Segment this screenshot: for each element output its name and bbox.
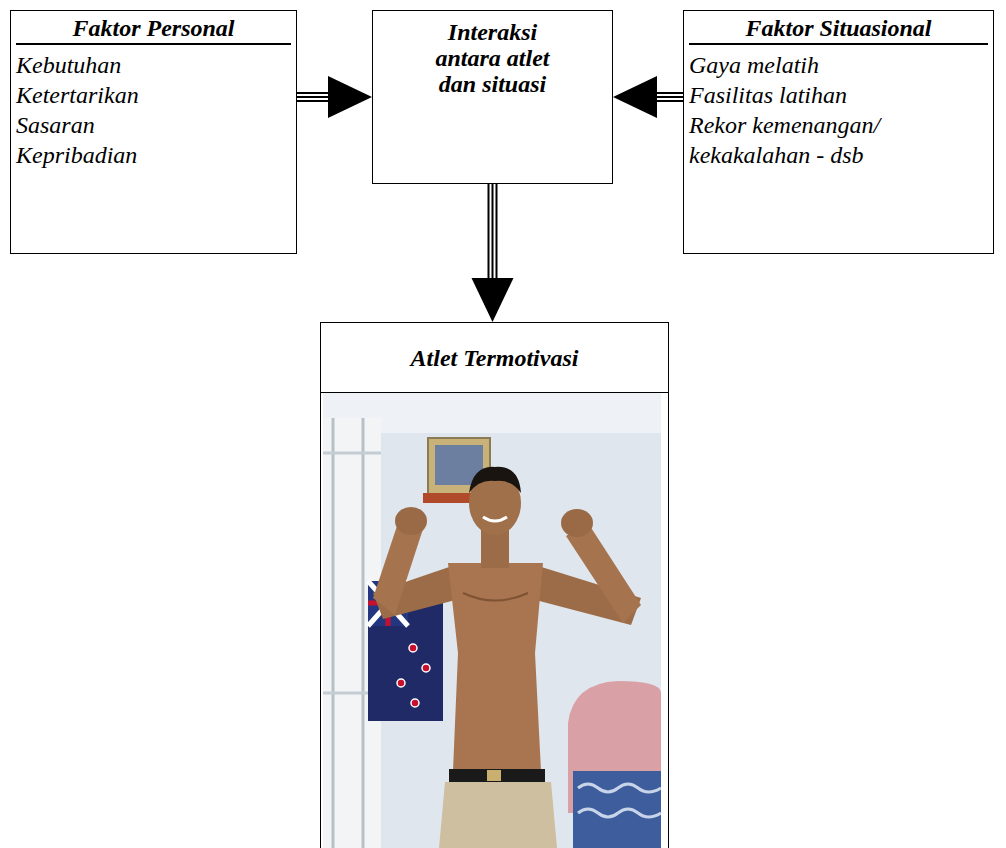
triple-arrow xyxy=(613,76,683,118)
box-heading: Atlet Termotivasi xyxy=(321,323,668,393)
photo-bed-pattern xyxy=(578,784,661,792)
photo-flag-star xyxy=(411,699,419,707)
connector-line xyxy=(496,184,498,280)
triple-arrow xyxy=(297,76,372,118)
athlete-photo xyxy=(323,393,661,848)
connector-line xyxy=(297,92,330,94)
photo-torso xyxy=(448,563,543,771)
result-box: Atlet Termotivasi xyxy=(320,322,669,848)
photo-flag-star xyxy=(422,664,430,672)
connector-line xyxy=(655,96,683,98)
photo-wall xyxy=(323,393,661,848)
list-item: Kebutuhan xyxy=(11,50,246,80)
list-item: Kepribadian xyxy=(11,140,246,170)
box-heading: Faktor Situasional xyxy=(689,14,988,45)
photo-buckle xyxy=(487,770,501,781)
connector-line xyxy=(297,96,330,98)
photo-left-forearm xyxy=(373,523,423,615)
photo-bed-pattern xyxy=(578,809,661,817)
list-item: Fasilitas latihan xyxy=(684,80,919,110)
connector-line xyxy=(655,92,683,94)
connector-line xyxy=(297,100,330,102)
photo-smile xyxy=(483,517,507,521)
photo-shelf-board xyxy=(323,452,381,455)
connector-line xyxy=(492,184,494,280)
list-item: Sasaran xyxy=(11,110,246,140)
factor-box: Faktor SituasionalGaya melatihFasilitas … xyxy=(683,10,994,254)
arrow-head xyxy=(328,76,372,118)
photo-left-fist xyxy=(395,507,427,535)
box-label: Interaksi antara atlet dan situasi xyxy=(423,19,563,97)
arrow-head xyxy=(613,76,657,118)
list-item: Gaya melatih xyxy=(684,50,919,80)
box-heading: Faktor Personal xyxy=(16,14,291,45)
photo-bed xyxy=(573,771,661,848)
photo-shelf-post xyxy=(332,418,335,848)
factor-box: Faktor PersonalKebutuhanKetertarikanSasa… xyxy=(10,10,297,254)
photo-shelf-post xyxy=(362,418,365,848)
photo-belt xyxy=(449,769,545,782)
arrow-head xyxy=(472,278,514,322)
photo-pants xyxy=(439,782,557,848)
list-item: Ketertarikan xyxy=(11,80,246,110)
triple-arrow xyxy=(472,184,514,322)
interaction-box: Interaksi antara atlet dan situasi xyxy=(372,10,613,184)
photo-right-forearm xyxy=(566,523,641,623)
photo-chest-line xyxy=(463,593,528,601)
list-item: Rekor kemenangan/ kekakalahan - dsb xyxy=(684,110,919,170)
photo-right-fist xyxy=(561,509,593,537)
connector-line xyxy=(488,184,490,280)
connector-line xyxy=(655,100,683,102)
photo-hair xyxy=(469,467,521,493)
photo-flag-star xyxy=(409,644,417,652)
photo-flag-star xyxy=(397,679,405,687)
